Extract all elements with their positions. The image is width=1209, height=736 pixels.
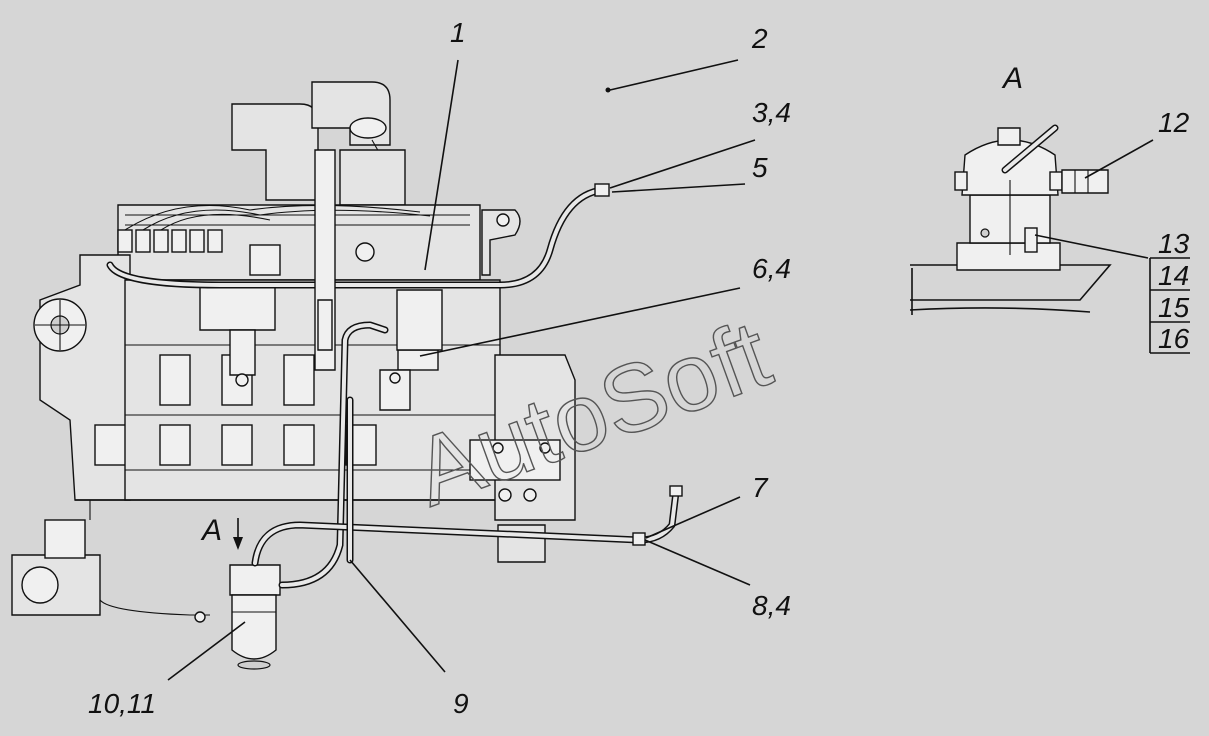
callout-10-11: 10,11 <box>88 688 156 719</box>
detail-leaders <box>1034 139 1154 259</box>
drain-line <box>99 599 210 616</box>
detail-view-title: A <box>1001 62 1023 95</box>
callout-13: 13 <box>1158 228 1190 259</box>
callout-12: 12 <box>1158 107 1190 138</box>
callout-7: 7 <box>752 472 769 503</box>
fuel-filter-assembly <box>229 564 281 670</box>
callout-15: 15 <box>1158 292 1190 323</box>
view-a-arrow-label: A <box>200 514 222 547</box>
callout-16: 16 <box>1158 323 1190 354</box>
front-pulley-housing <box>33 254 131 501</box>
callout-14: 14 <box>1158 260 1189 291</box>
callout-8-4: 8,4 <box>752 590 791 621</box>
detail-view-a <box>909 124 1112 315</box>
engine-assembly <box>11 81 576 623</box>
engine-mount <box>11 500 101 616</box>
callout-2: 2 <box>751 23 768 54</box>
callout-3-4: 3,4 <box>752 97 791 128</box>
fuel-hoses <box>106 149 683 589</box>
callout-table <box>1149 257 1190 354</box>
intake-elbows <box>231 81 406 206</box>
callout-6-4: 6,4 <box>752 253 791 284</box>
callout-5: 5 <box>752 152 768 183</box>
view-a-arrow <box>233 518 243 550</box>
item-2-marker <box>605 87 611 93</box>
callout-9: 9 <box>453 688 469 719</box>
leader-lines <box>167 59 756 681</box>
callout-1: 1 <box>450 17 466 48</box>
